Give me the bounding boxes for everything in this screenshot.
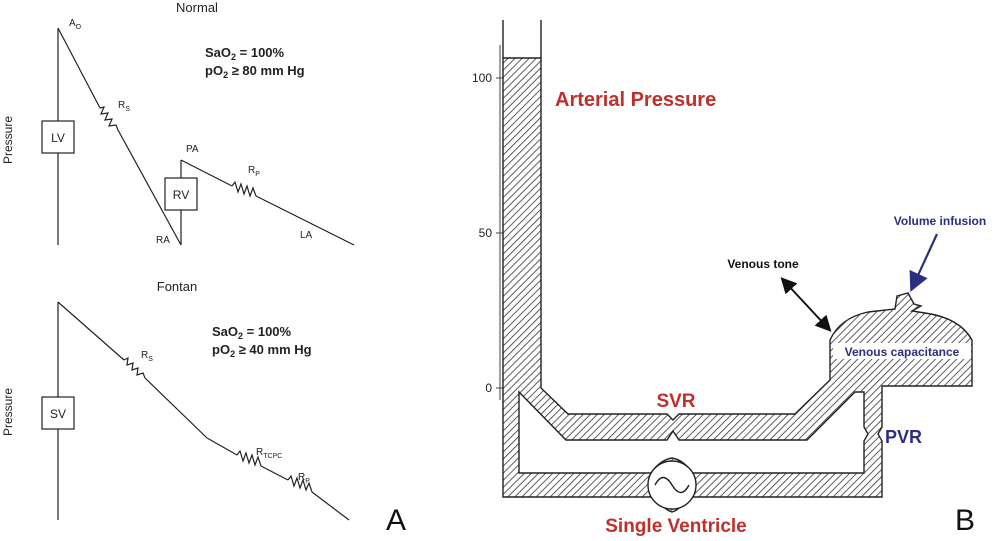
rtcpc-resistor bbox=[236, 449, 262, 467]
venous-capacitance-label-bg bbox=[833, 343, 971, 359]
fontan-title: Fontan bbox=[157, 279, 197, 294]
pvr-label: PVR bbox=[885, 427, 922, 447]
venous-tone-arrow bbox=[780, 277, 832, 332]
rp-resistor-fontan bbox=[287, 474, 313, 493]
y-axis: 100 50 0 bbox=[472, 45, 504, 400]
normal-labels: Normal Pressure LV RV AO RS PA RP RA LA … bbox=[1, 0, 313, 246]
y-tick-50: 50 bbox=[479, 226, 493, 240]
rs-resistor-fontan bbox=[123, 356, 146, 379]
la-label: LA bbox=[300, 230, 313, 241]
fontan-diagram bbox=[41, 301, 350, 521]
pa-label: PA bbox=[186, 144, 199, 155]
sv-box bbox=[41, 396, 75, 430]
volume-infusion-arrow bbox=[909, 233, 938, 292]
fontan-sao2: SaO2 = 100% bbox=[212, 324, 292, 341]
normal-po2: pO2 ≥ 80 mm Hg bbox=[205, 63, 305, 80]
panel-b-letter: B bbox=[955, 504, 975, 537]
fontan-y-axis-label: Pressure bbox=[1, 388, 15, 436]
pump-wave bbox=[654, 476, 690, 494]
normal-diagram bbox=[41, 27, 355, 246]
panel-a-letter: A bbox=[386, 504, 406, 537]
single-ventricle-label: Single Ventricle bbox=[605, 516, 747, 537]
rp-resistor bbox=[231, 180, 257, 198]
rp-label-fontan: RP bbox=[298, 472, 310, 485]
rs-label: RS bbox=[118, 100, 130, 113]
sv-label: SV bbox=[50, 407, 66, 421]
normal-sao2: SaO2 = 100% bbox=[205, 45, 285, 62]
ra-label: RA bbox=[156, 235, 170, 246]
y-tick-100: 100 bbox=[472, 71, 492, 85]
rs-resistor bbox=[99, 106, 119, 131]
ao-label: AO bbox=[69, 18, 82, 31]
rtcpc-label: RTCPC bbox=[256, 447, 282, 460]
venous-tone-label: Venous tone bbox=[727, 257, 799, 271]
normal-y-axis-label: Pressure bbox=[1, 116, 15, 164]
rs-label-fontan: RS bbox=[141, 350, 153, 363]
fontan-labels: Fontan Pressure SV RS RTCPC RP SaO2 = 10… bbox=[1, 279, 312, 485]
volume-infusion-label: Volume infusion bbox=[894, 214, 986, 228]
venous-capacitance-label: Venous capacitance bbox=[845, 345, 960, 359]
normal-title: Normal bbox=[176, 0, 218, 15]
y-tick-0: 0 bbox=[485, 381, 492, 395]
rv-box bbox=[164, 177, 198, 211]
rp-label: RP bbox=[248, 165, 260, 178]
circulation-model bbox=[502, 20, 973, 513]
lv-box bbox=[41, 120, 75, 154]
svr-label: SVR bbox=[656, 391, 695, 412]
fontan-po2: pO2 ≥ 40 mm Hg bbox=[212, 342, 312, 359]
rv-label: RV bbox=[173, 188, 189, 202]
arterial-pressure-label: Arterial Pressure bbox=[555, 89, 716, 111]
lv-label: LV bbox=[51, 131, 65, 145]
